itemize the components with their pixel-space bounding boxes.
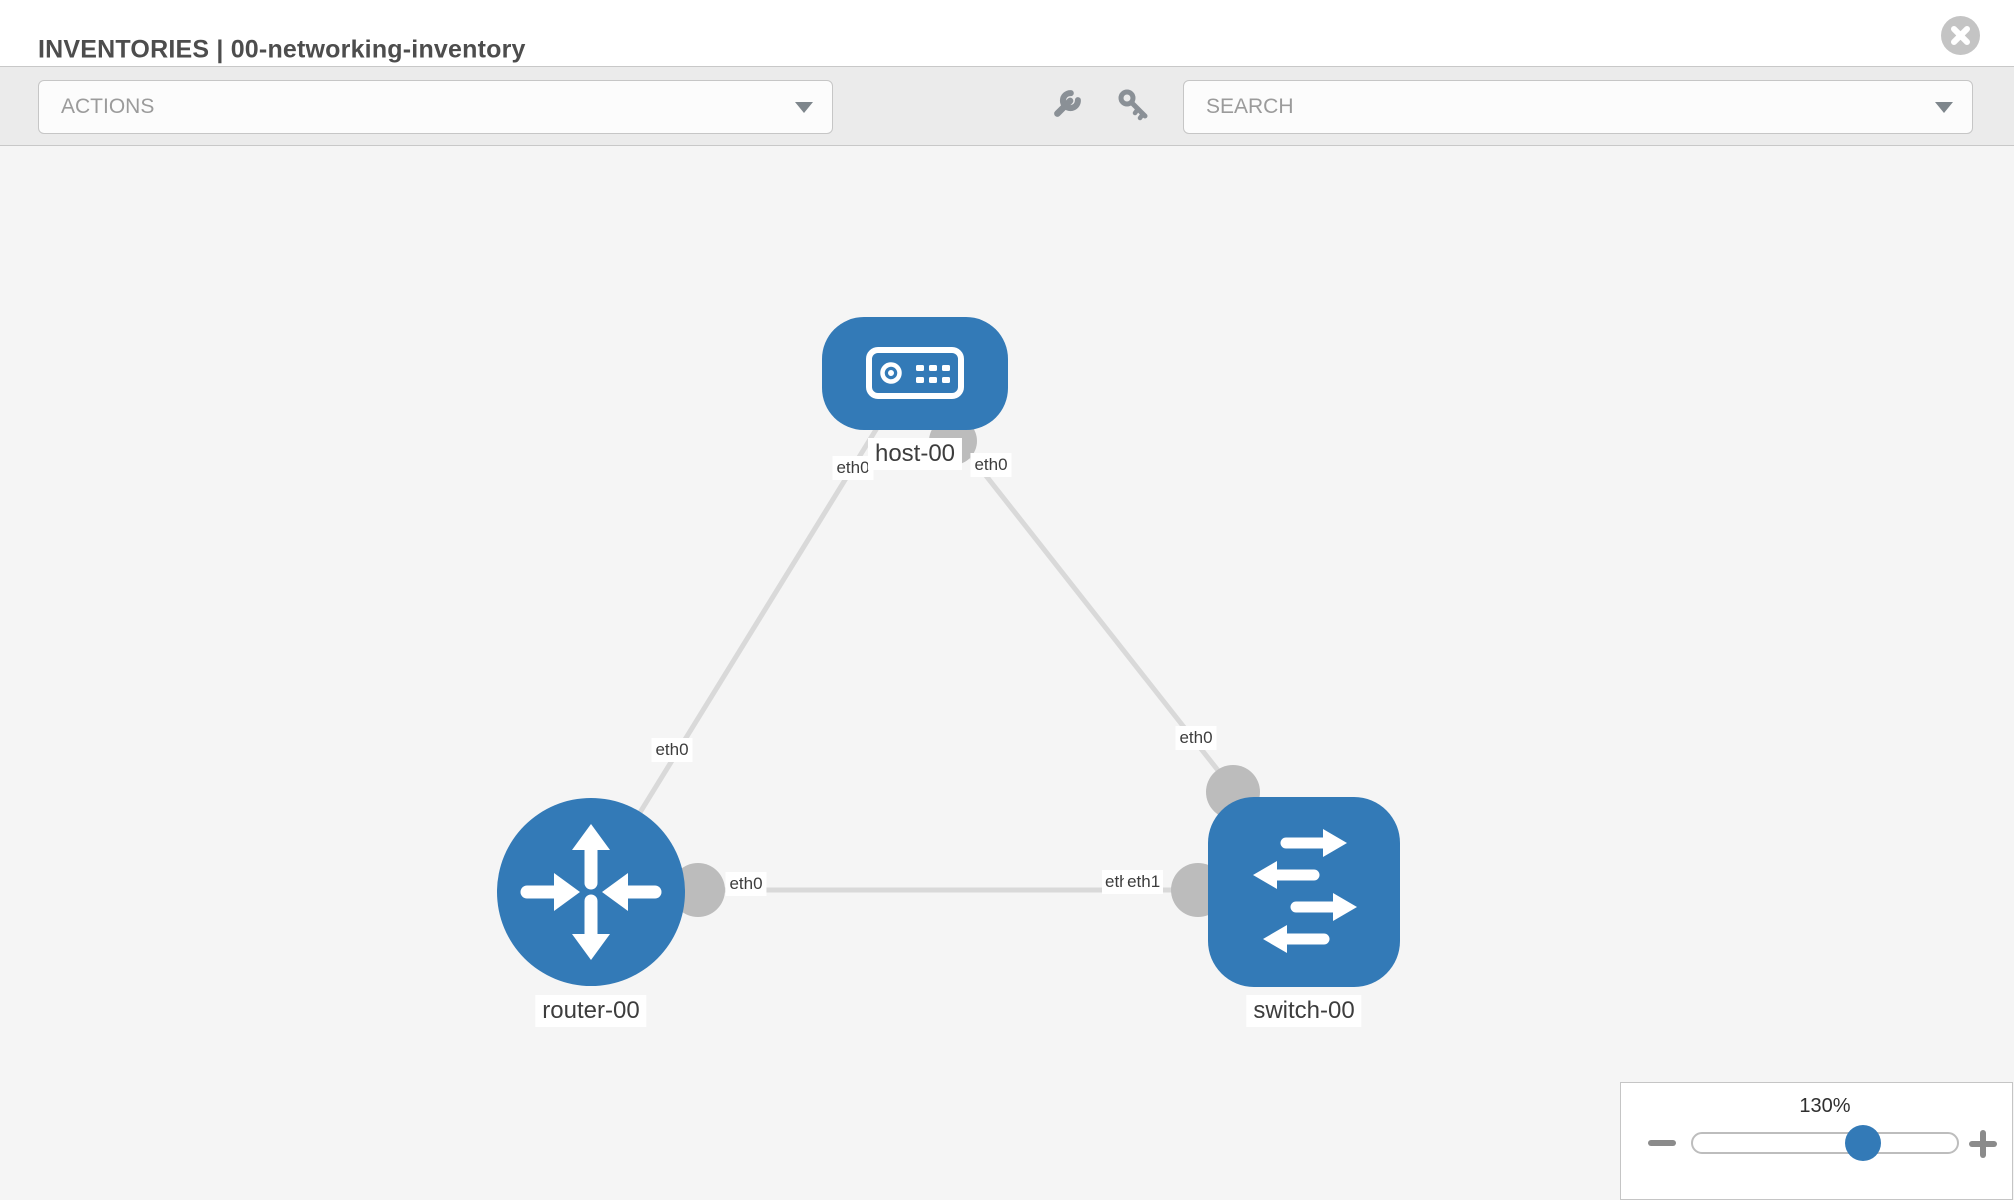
node-label-host-00: host-00 <box>867 438 963 470</box>
zoom-slider[interactable] <box>1691 1125 1959 1161</box>
node-label-router-00: router-00 <box>535 995 647 1027</box>
chevron-down-icon <box>795 102 813 113</box>
zoom-out-button[interactable] <box>1648 1140 1676 1146</box>
zoom-in-button[interactable] <box>1969 1130 1997 1158</box>
iface-label-switch-eth1: eth1 <box>1124 870 1164 894</box>
iface-label-router-link-eth0: eth0 <box>651 738 693 762</box>
interface-ports <box>671 417 1260 917</box>
search-dropdown[interactable]: SEARCH <box>1183 80 1973 134</box>
actions-dropdown-label: ACTIONS <box>61 95 155 118</box>
node-label-switch-00: switch-00 <box>1246 995 1362 1027</box>
iface-label-switch-eth0: eth0 <box>1175 726 1217 750</box>
zoom-slider-handle[interactable] <box>1845 1125 1881 1161</box>
node-router-00[interactable] <box>497 798 685 986</box>
topology-canvas[interactable]: eth0 eth0 eth0 eth0 eth0 eth0 eth1 host-… <box>0 146 2014 1200</box>
node-host-00[interactable] <box>822 317 1008 430</box>
page-title: INVENTORIES | 00-networking-inventory <box>38 35 526 64</box>
wrench-icon[interactable] <box>1050 87 1086 123</box>
topology-graph <box>497 317 1400 987</box>
iface-label-host-eth0-left: eth0 <box>832 456 874 480</box>
actions-dropdown[interactable]: ACTIONS <box>38 80 833 134</box>
search-dropdown-label: SEARCH <box>1206 95 1294 118</box>
node-switch-00[interactable] <box>1208 797 1400 987</box>
key-icon[interactable] <box>1116 87 1152 123</box>
router-icon <box>520 824 662 960</box>
zoom-level-value: 130% <box>1799 1095 1851 1117</box>
title-bar: INVENTORIES | 00-networking-inventory <box>0 0 2014 66</box>
close-icon <box>1951 26 1970 45</box>
iface-label-host-eth0-right: eth0 <box>970 453 1012 477</box>
chevron-down-icon <box>1935 102 1953 113</box>
port-router-eth0 <box>671 863 725 917</box>
switch-icon <box>1253 829 1357 953</box>
topology-links <box>588 426 1304 894</box>
toolbar: ACTIONS SEARCH <box>0 66 2014 146</box>
iface-label-switch-overlap: eth0 eth1 <box>1102 870 1164 894</box>
host-icon <box>866 347 964 399</box>
close-button[interactable] <box>1941 16 1980 55</box>
iface-label-router-eth0: eth0 <box>725 872 767 896</box>
zoom-panel: 130% <box>1620 1082 2013 1200</box>
